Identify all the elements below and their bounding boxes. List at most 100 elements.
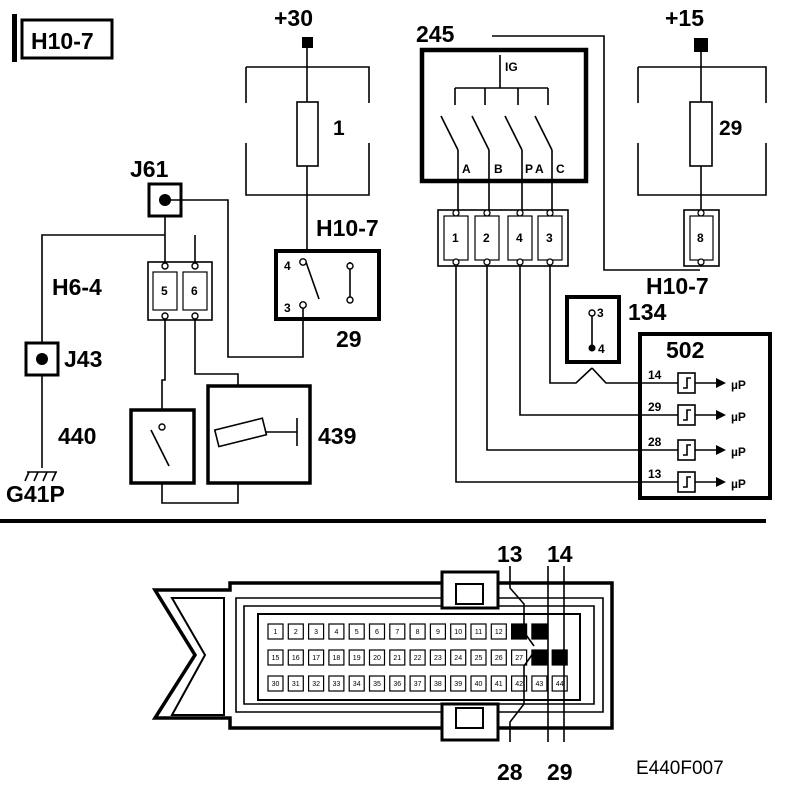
plug-pin-14 <box>531 623 548 640</box>
plug-pin-6 <box>368 623 386 640</box>
connector-j43-label: J43 <box>64 346 102 372</box>
plug-pin-7 <box>389 623 406 640</box>
plug-pin-33 <box>328 675 345 692</box>
plug-pin-9 <box>429 623 446 640</box>
plug-pin-29 <box>551 649 568 666</box>
plug-pin-26 <box>490 649 507 666</box>
plug-callout-29: 29 <box>547 759 573 785</box>
switch-440: 440 <box>58 408 196 485</box>
ecu-input-pin-label: 14 <box>648 368 662 382</box>
plug-pin-label: 27 <box>515 655 523 662</box>
h10-7-pin-4: 4 <box>516 231 523 245</box>
plug-callout-14: 14 <box>547 541 573 567</box>
plug-pin-39 <box>450 675 467 692</box>
switch-134-pin-3: 3 <box>597 306 604 320</box>
plug-pin-3 <box>308 623 325 640</box>
figure-code: E440F007 <box>636 758 724 779</box>
connector-j43: J43 <box>24 341 102 377</box>
ignition-switch-245: 245 IG A B P A C <box>416 21 700 271</box>
plug-pin-label: 7 <box>395 629 399 636</box>
plug-pin-38 <box>429 675 446 692</box>
plug-pin-label: 5 <box>355 629 359 636</box>
plug-pin-label: 37 <box>414 681 422 688</box>
ignition-ig-label: IG <box>505 60 518 74</box>
ground-label: G41P <box>6 481 65 507</box>
fuse-1-group: +30 1 <box>245 5 370 262</box>
plug-pin-label: 31 <box>292 681 300 688</box>
plug-callout-13: 13 <box>497 541 523 567</box>
plug-pin-20 <box>368 649 386 666</box>
plug-pin-label: 11 <box>475 629 482 636</box>
h6-4-pin-5: 5 <box>161 284 168 298</box>
ecu-input-pin-label: 13 <box>648 467 662 481</box>
ground-symbol <box>24 471 57 482</box>
plug-pin-36 <box>389 675 406 692</box>
ignition-pos-b: B <box>494 162 503 176</box>
ecu-output-label: µP <box>731 378 746 392</box>
plug-pin-10 <box>450 623 467 640</box>
switch-134-pin-4: 4 <box>598 342 605 356</box>
plug-pin-4 <box>328 623 345 640</box>
fuse-29-label: 29 <box>719 117 742 140</box>
plug-pin-label: 12 <box>495 629 503 636</box>
ecu-input-pin-label: 29 <box>648 400 662 414</box>
h10-7-pin-3: 3 <box>546 231 553 245</box>
plug-pin-1 <box>267 623 284 640</box>
ecu-output-label: µP <box>731 477 746 491</box>
fuse-1-label: 1 <box>333 117 345 140</box>
plug-pin-25 <box>470 649 487 666</box>
plug-pin-label: 3 <box>314 629 318 636</box>
plug-pin-2 <box>287 623 304 640</box>
ecu-input-pin-label: 28 <box>648 435 662 449</box>
h10-7-pin-1: 1 <box>452 231 459 245</box>
fuse-29 <box>689 101 713 167</box>
plug-pin-31 <box>287 675 304 692</box>
separator-line <box>0 519 766 523</box>
plug-pin-label: 1 <box>274 629 278 636</box>
plug-pin-17 <box>308 649 325 666</box>
plug-pin-label: 36 <box>393 681 401 688</box>
plug-pin-label: 40 <box>475 681 483 688</box>
plug-pin-34 <box>348 675 365 692</box>
h10-7-pin-2: 2 <box>483 231 490 245</box>
plug-pin-13 <box>511 623 528 640</box>
plug-pin-label: 22 <box>414 655 422 662</box>
ecu-502: 502 <box>638 332 772 500</box>
plug-pin-label: 16 <box>292 655 300 662</box>
plug-pin-label: 20 <box>373 655 381 662</box>
plug-pin-28 <box>531 649 548 666</box>
ecu-input-14: 14 µP <box>640 368 746 394</box>
plug-pin-label: 19 <box>353 655 361 662</box>
connector-h10-7-main-label: H10-7 <box>316 215 379 241</box>
plug-pin-22 <box>409 649 426 666</box>
plug-pin-label: 33 <box>333 681 341 688</box>
supply-plus30-label: +30 <box>274 5 313 31</box>
plug-pin-label: 25 <box>475 655 483 662</box>
plug-pin-label: 42 <box>515 681 523 688</box>
plug-pin-16 <box>287 649 304 666</box>
connector-h10-7-main: H10-7 1 2 4 3 <box>316 209 569 267</box>
relay-29: 4 3 29 <box>274 249 381 352</box>
plug-callout-28: 28 <box>497 759 523 785</box>
plug-pin-8 <box>409 623 426 640</box>
plug-pin-label: 24 <box>454 655 462 662</box>
connector-h6-4-label: H6-4 <box>52 274 102 300</box>
plug-pin-19 <box>348 649 365 666</box>
plug-pin-label: 6 <box>375 629 379 636</box>
connector-h6-4: H6-4 5 6 <box>52 261 213 321</box>
relay-pin-4: 4 <box>284 259 291 273</box>
ignition-pos-a: A <box>462 162 471 176</box>
ecu-output-label: µP <box>731 445 746 459</box>
plug-pin-37 <box>409 675 426 692</box>
plug-pin-label: 35 <box>373 681 381 688</box>
plug-pin-label: 38 <box>434 681 442 688</box>
plug-pin-label: 8 <box>416 629 420 636</box>
plug-pin-32 <box>308 675 325 692</box>
switch-440-label: 440 <box>58 423 96 449</box>
plug-pin-label: 34 <box>353 681 361 688</box>
